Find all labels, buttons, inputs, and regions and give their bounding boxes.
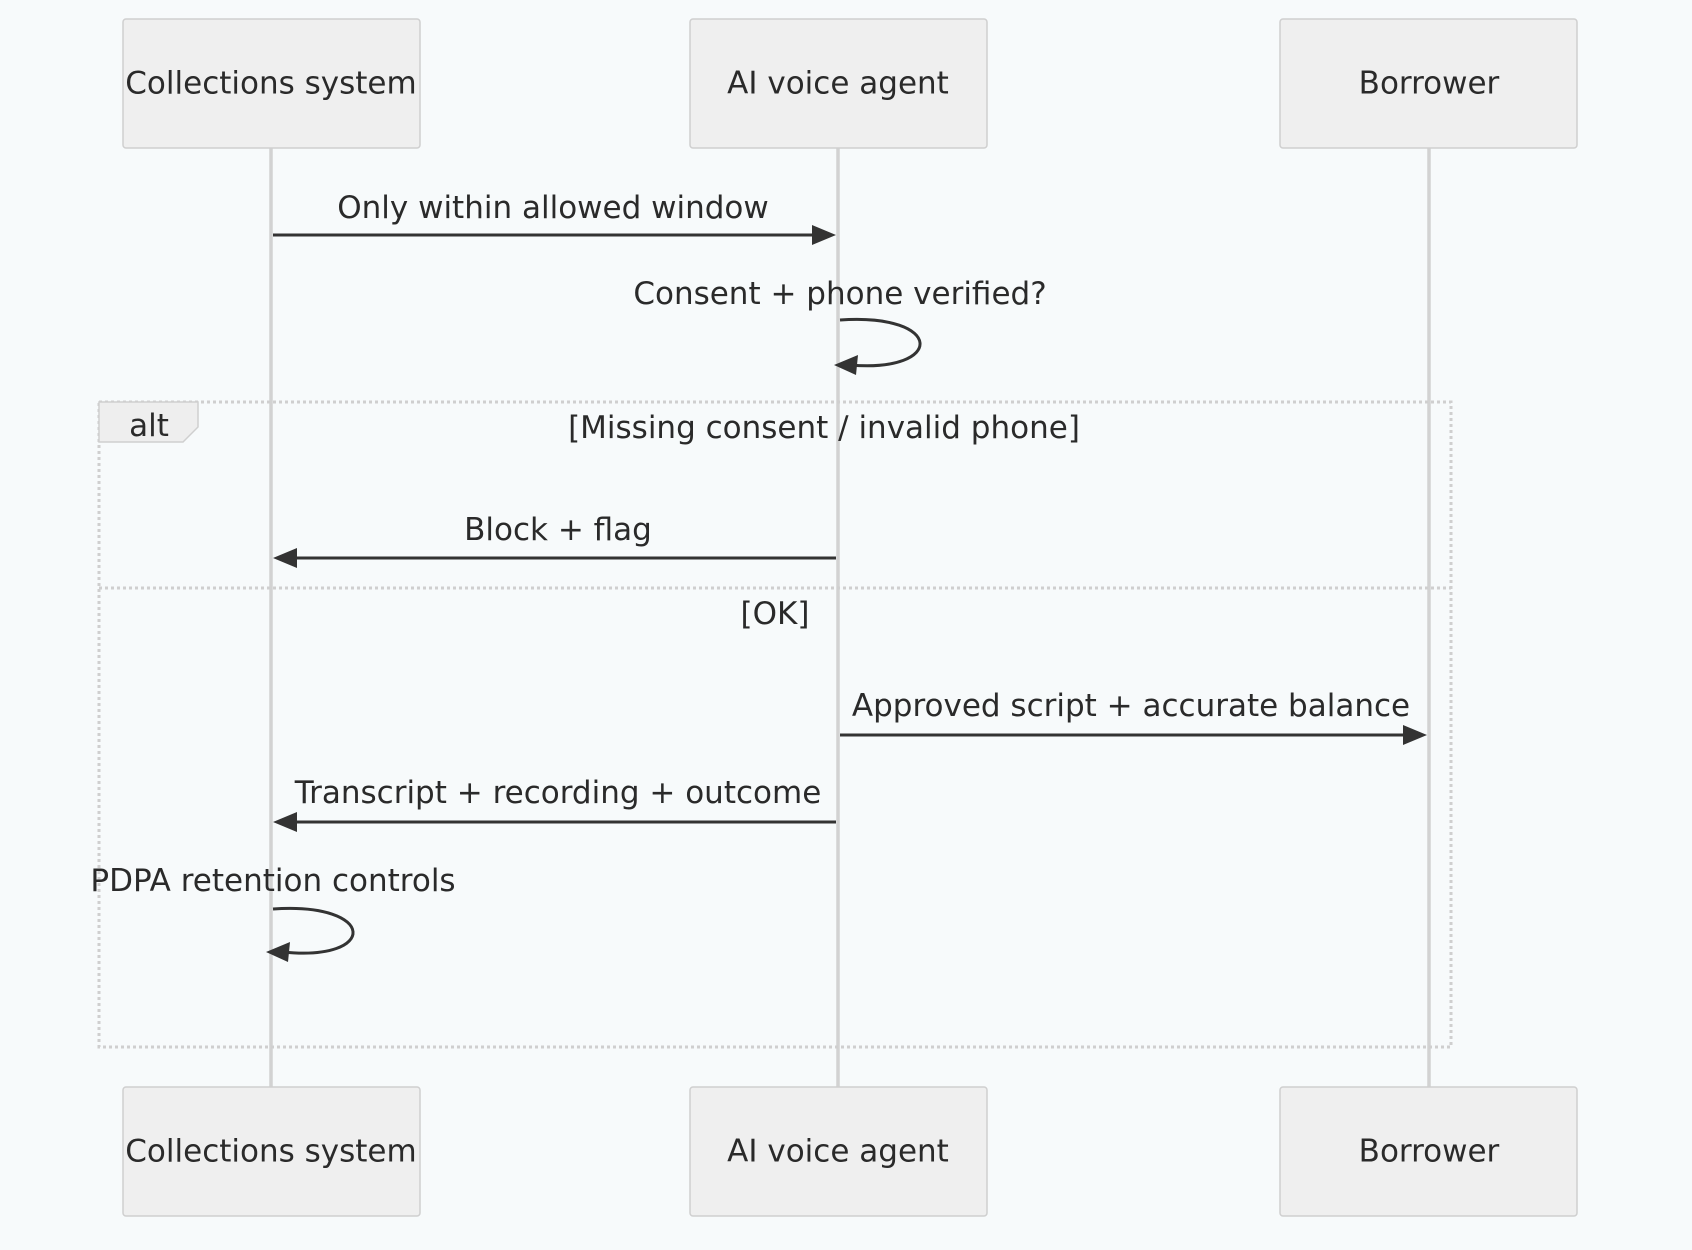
message-label: Only within allowed window — [337, 190, 769, 226]
message-label: Consent + phone verified? — [633, 276, 1046, 312]
self-loop-arrow — [839, 317, 922, 368]
actor-label: Collections system — [125, 66, 416, 102]
message-label: PDPA retention controls — [90, 863, 455, 899]
actor-label: AI voice agent — [727, 1134, 949, 1170]
actor-label: Borrower — [1359, 1134, 1500, 1170]
arrowhead-left — [266, 942, 290, 962]
alt-condition-missing-consent: [Missing consent / invalid phone] — [568, 410, 1080, 446]
arrowhead-right — [812, 225, 836, 245]
actor-borrower-top[interactable]: Borrower — [1279, 18, 1578, 149]
message-only-within-allowed-window: Only within allowed window — [273, 190, 836, 245]
arrowhead-left — [273, 548, 297, 568]
actor-label: AI voice agent — [727, 66, 949, 102]
alt-frame-tab — [98, 401, 199, 443]
message-label: Transcript + recording + outcome — [294, 775, 822, 811]
arrowhead-left — [834, 355, 858, 375]
actor-collections-system-bottom[interactable]: Collections system — [122, 1086, 421, 1217]
actor-collections-system-top[interactable]: Collections system — [122, 18, 421, 149]
message-consent-phone-verified: Consent + phone verified? — [633, 276, 1047, 375]
self-loop-arrow — [272, 906, 355, 955]
alt-frame: alt [Missing consent / invalid phone] [O… — [97, 400, 1453, 1049]
arrowhead-left — [273, 812, 297, 832]
alt-condition-ok: [OK] — [741, 596, 810, 632]
message-pdpa-retention-controls: PDPA retention controls — [90, 863, 456, 962]
alt-frame-keyword: alt — [129, 408, 169, 444]
arrowhead-right — [1403, 725, 1427, 745]
message-transcript-recording-outcome: Transcript + recording + outcome — [273, 775, 836, 832]
message-label: Block + flag — [464, 512, 652, 548]
actor-label: Collections system — [125, 1134, 416, 1170]
actor-ai-voice-agent-bottom[interactable]: AI voice agent — [689, 1086, 988, 1217]
actor-ai-voice-agent-top[interactable]: AI voice agent — [689, 18, 988, 149]
actor-label: Borrower — [1359, 66, 1500, 102]
message-approved-script: Approved script + accurate balance — [840, 688, 1427, 745]
actor-borrower-bottom[interactable]: Borrower — [1279, 1086, 1578, 1217]
message-block-flag: Block + flag — [273, 512, 836, 568]
alt-frame-border — [97, 400, 1453, 1049]
message-label: Approved script + accurate balance — [852, 688, 1410, 724]
